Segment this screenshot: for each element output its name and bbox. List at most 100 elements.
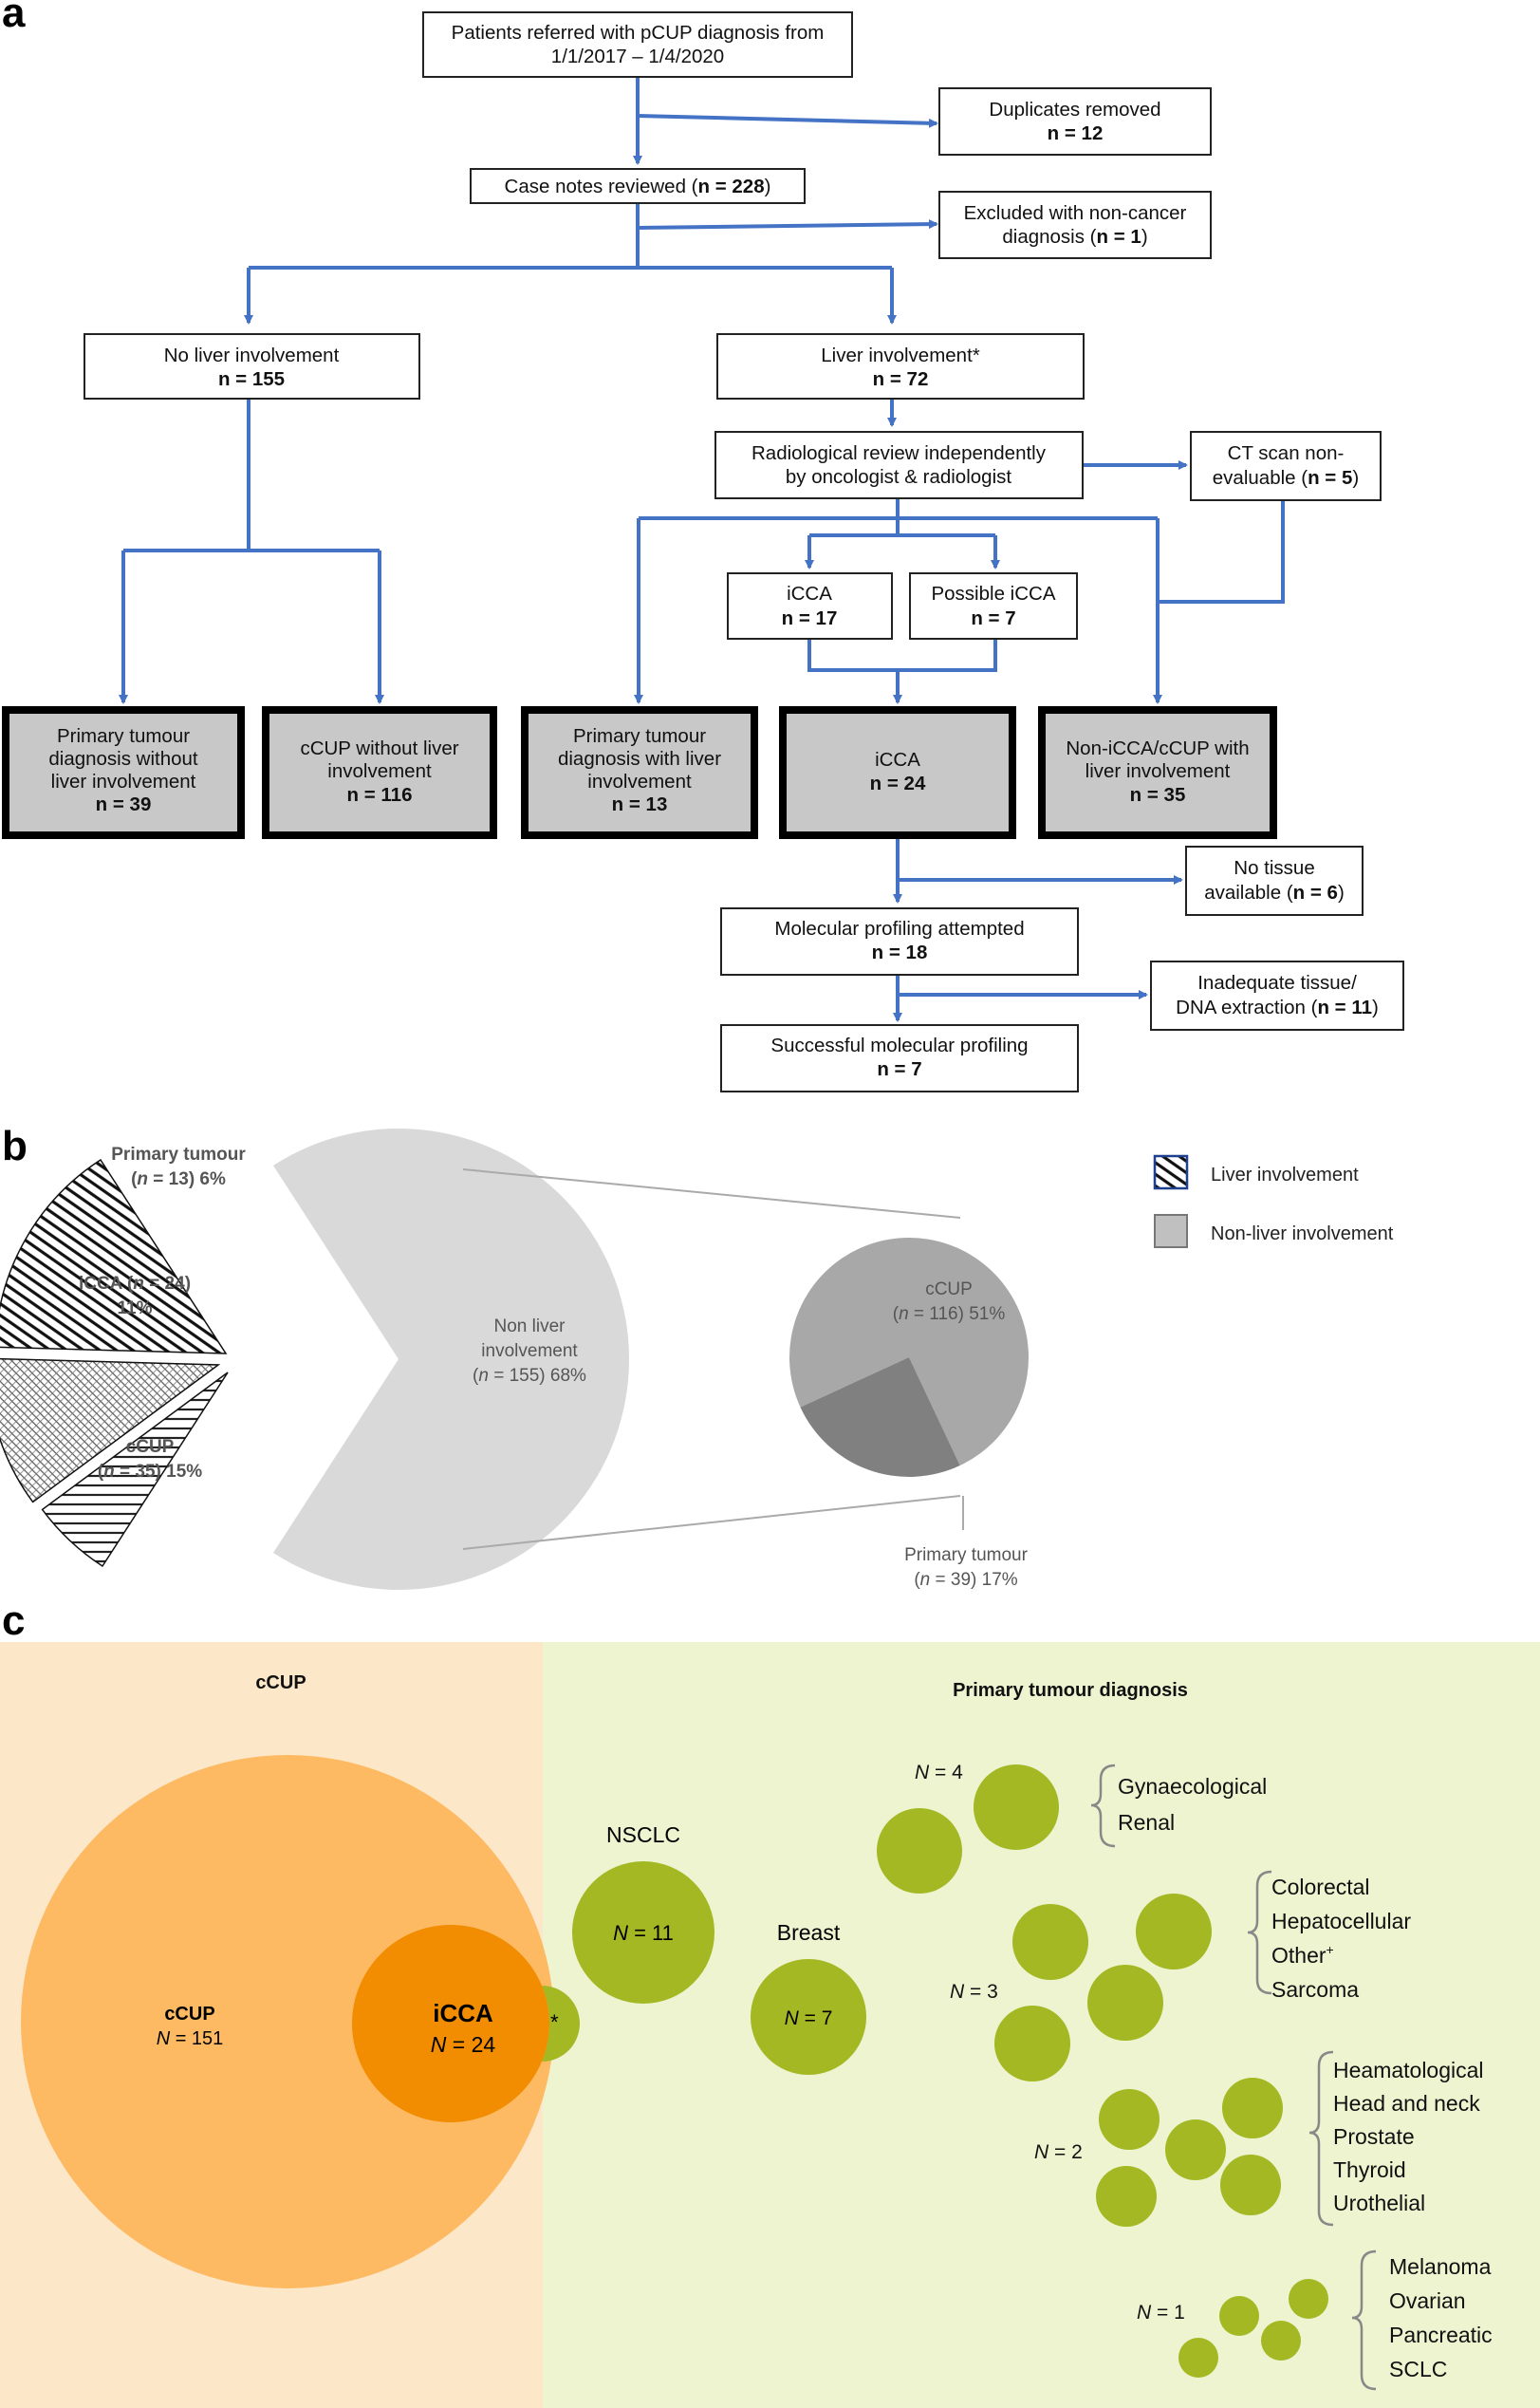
connector-top <box>462 1168 961 1219</box>
bubble-n2 <box>1099 2089 1160 2150</box>
final-ccup-no-liver-n: n = 116 <box>347 784 413 806</box>
line-icca-merge <box>807 639 997 672</box>
duplicates-n: n = 12 <box>1048 122 1104 144</box>
box-liver: Liver involvement* n = 72 <box>716 333 1085 400</box>
icca-circle-label: iCCA <box>433 1999 493 2027</box>
nsclc-label: NSCLC <box>606 1822 680 1847</box>
final-icca-label: iCCA <box>875 749 920 771</box>
group-n2-count: N = 2 <box>1034 2141 1083 2163</box>
group-n3-item: Other+ <box>1271 1942 1334 1968</box>
box-radiological-review: Radiological review independently by onc… <box>714 431 1084 499</box>
pie-legend: Liver involvement Non-liver involvement <box>1153 1154 1394 1248</box>
label-icca-line1: iCCA (n = 24) <box>79 1274 191 1294</box>
ccup-circle-n: N = 151 <box>157 2028 224 2049</box>
nsclc-n: N = 11 <box>613 1921 674 1945</box>
nsclc-circle <box>572 1861 714 2004</box>
group-n1-item: Pancreatic <box>1389 2323 1493 2347</box>
group-n3-item: Colorectal <box>1271 1875 1370 1899</box>
final-ccup-no-liver-line2: involvement <box>327 760 432 782</box>
group-n2: N = 2 Heamatological Head and neck Prost… <box>1034 2050 1484 2227</box>
brace-n3 <box>1247 1870 1272 1995</box>
final-non-icca-n: n = 35 <box>1130 784 1186 806</box>
final-ccup-no-liver-line1: cCUP without liver <box>300 737 458 759</box>
bubble-n1 <box>1178 2338 1218 2378</box>
box-molecular-attempted: Molecular profiling attempted n = 18 <box>720 907 1079 976</box>
label-breakout-primary-line2: (n = 39) 17% <box>914 1570 1017 1590</box>
final-primary-liver-line1: Primary tumour <box>573 725 706 747</box>
group-n4-item: Gynaecological <box>1118 1774 1267 1799</box>
no-liver-n: n = 155 <box>218 368 285 390</box>
group-n4-count: N = 4 <box>915 1762 963 1783</box>
bubble-n3 <box>1087 1965 1163 2041</box>
icca-primary-overlap <box>542 1986 580 2062</box>
legend-label-liver: Liver involvement <box>1211 1165 1359 1185</box>
breakout-pie <box>789 1238 1029 1477</box>
inadequate-line2: DNA extraction (n = 11) <box>1176 997 1379 1018</box>
radiological-line1: Radiological review independently <box>751 442 1047 464</box>
box-successful-profiling: Successful molecular profiling n = 7 <box>720 1024 1079 1092</box>
legend-swatch-non-liver <box>1154 1214 1188 1248</box>
box-ct-non-evaluable: CT scan non- evaluable (n = 5) <box>1190 431 1382 501</box>
group-n3-item: Hepatocellular <box>1271 1909 1411 1933</box>
label-non-liver-line3: (n = 155) 68% <box>473 1366 586 1386</box>
pie-slice-ccup <box>0 1158 228 1354</box>
excluded-line2: diagnosis (n = 1) <box>1002 226 1147 248</box>
box-final-non-icca: Non-iCCA/cCUP with liver involvement n =… <box>1038 706 1277 839</box>
bubble-n4 <box>974 1764 1059 1850</box>
panel-letter-c: c <box>2 1597 25 1644</box>
connector-bottom <box>462 1495 961 1550</box>
box-no-tissue: No tissue available (n = 6) <box>1185 846 1364 916</box>
ccup-circle <box>21 1755 554 2288</box>
duplicates-label: Duplicates removed <box>989 99 1160 121</box>
successful-n: n = 7 <box>877 1058 921 1080</box>
referred-line1: Patients referred with pCUP diagnosis fr… <box>452 22 825 44</box>
box-referred: Patients referred with pCUP diagnosis fr… <box>422 11 853 78</box>
arrow-to-excluded <box>637 219 938 230</box>
group-n3-item: Sarcoma <box>1271 1977 1359 2002</box>
box-final-ccup-no-liver: cCUP without liver involvement n = 116 <box>262 706 497 839</box>
brace-n1 <box>1351 2249 1377 2391</box>
label-icca-line2: 11% <box>118 1298 153 1318</box>
bubble-n2 <box>1222 2078 1283 2138</box>
icca-small-label: iCCA <box>787 583 832 605</box>
panel-c-venn: c cCUP Primary tumour diagnosis * cCUP N… <box>0 1597 1540 2408</box>
box-final-icca: iCCA n = 24 <box>779 706 1016 839</box>
breakout-slice-ccup <box>789 1238 1029 1465</box>
panel-b-pie: b Primary tumour (n = 13) 6% iCCA (n = 2… <box>0 1123 1394 1590</box>
possible-icca-label: Possible iCCA <box>931 583 1055 605</box>
successful-label: Successful molecular profiling <box>770 1035 1028 1056</box>
no-liver-label: No liver involvement <box>164 345 340 366</box>
group-n1-item: Ovarian <box>1389 2288 1466 2313</box>
box-final-primary-liver: Primary tumour diagnosis with liver invo… <box>521 706 758 839</box>
box-case-notes: Case notes reviewed (n = 228) <box>470 168 806 204</box>
final-primary-no-liver-line2: diagnosis without <box>48 748 198 770</box>
final-primary-no-liver-n: n = 39 <box>96 793 152 815</box>
breast-n: N = 7 <box>785 2007 833 2029</box>
box-no-liver: No liver involvement n = 155 <box>83 333 420 400</box>
breast-label: Breast <box>777 1920 841 1945</box>
final-non-icca-line1: Non-iCCA/cCUP with <box>1066 737 1249 759</box>
box-duplicates-removed: Duplicates removed n = 12 <box>938 87 1212 156</box>
legend-label-non-liver: Non-liver involvement <box>1211 1223 1394 1244</box>
icca-circle-n: N = 24 <box>431 2032 496 2057</box>
possible-icca-n: n = 7 <box>971 607 1015 629</box>
no-tissue-line2: available (n = 6) <box>1204 882 1345 904</box>
brace-n4 <box>1090 1764 1116 1848</box>
liver-label: Liver involvement* <box>821 345 980 366</box>
box-icca-small: iCCA n = 17 <box>727 572 893 640</box>
bubble-n3 <box>1136 1894 1212 1969</box>
inadequate-line1: Inadequate tissue/ <box>1197 972 1357 994</box>
group-n3-count: N = 3 <box>950 1981 998 2003</box>
label-ccup-liver-line2: (n = 35) 15% <box>98 1462 202 1482</box>
panel-a-flowchart: a <box>2 0 1404 1092</box>
brace-n2 <box>1308 2050 1334 2227</box>
pie-slice-primary-tumour <box>41 1372 229 1568</box>
line-ct-to-non-icca <box>1158 500 1285 604</box>
final-primary-no-liver-line1: Primary tumour <box>57 725 190 747</box>
no-tissue-line1: No tissue <box>1234 857 1314 879</box>
ccup-heading: cCUP <box>255 1672 306 1693</box>
panel-letter-b: b <box>2 1123 28 1169</box>
label-non-liver-line1: Non liver <box>494 1316 566 1336</box>
bubble-n4 <box>877 1808 962 1894</box>
box-possible-icca: Possible iCCA n = 7 <box>909 572 1078 640</box>
